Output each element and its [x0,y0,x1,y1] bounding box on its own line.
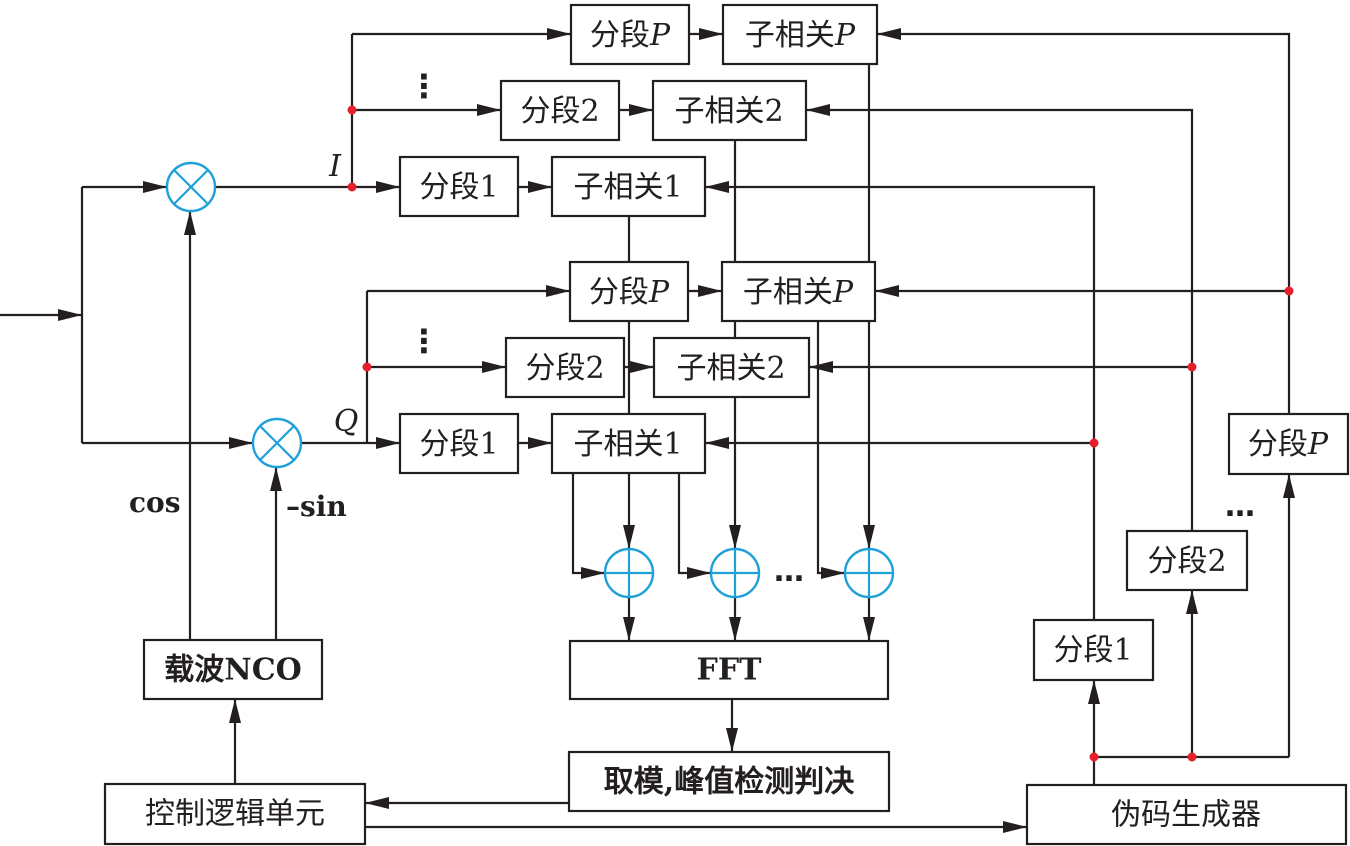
adder-p [843,547,895,599]
i-branch-blocks: 分段P 子相关P 分段2 子相关2 分段1 子相关1 [398,3,879,218]
q-correlator-p-block: 子相关P [720,260,877,323]
q-segment-2-block: 分段2 [504,336,626,399]
q-branch-label: Q [334,404,359,439]
i-correlator-1-block: 子相关1 [550,155,707,218]
code-segment-1-block: 分段1 [1032,618,1155,682]
q-corrp-to-adderp-line [816,321,845,579]
junction-dot [1187,752,1197,762]
i-segment-p-block: 分段P [569,3,691,66]
q-mixer [251,417,303,469]
code-generator-block: 伪码生成器 [1025,783,1348,846]
code-generator-label: 伪码生成器 [1111,798,1261,833]
fft-label: FFT [697,653,763,688]
junction-dot [1284,286,1294,296]
q-branch-ellipsis: ⋮ [408,322,440,360]
detector-block: 取模,峰值检测判决 [567,750,891,813]
junction-dot [362,362,372,372]
q-corr1-to-adder1-line [571,473,605,579]
code-segment-2-label: 分段2 [1147,544,1226,579]
q-correlator-1-label: 子相关1 [573,427,682,462]
q-correlator-2-block: 子相关2 [652,336,811,399]
code-1-to-i-corr-1-line [705,181,1096,620]
junction-dot [1089,752,1099,762]
i-correlator-p-block: 子相关P [721,3,879,66]
q-segment-2-label: 分段2 [525,351,604,386]
i-branch-ellipsis: ⋮ [408,67,440,105]
i-correlator-p-label: 子相关P [745,18,856,53]
q-segment-p-block: 分段P [568,260,690,323]
q-segment-p-label: 分段P [589,275,670,310]
processing-blocks: FFT 取模,峰值检测判决 载波NCO 控制逻辑单元 伪码生成器 分段1 分段2 [103,412,1350,846]
adder-2 [709,547,761,599]
i-segment-2-block: 分段2 [499,79,621,142]
junction-dots [347,105,1294,762]
i-mixer [165,161,217,213]
code-segment-1-label: 分段1 [1053,633,1132,668]
neg-sin-label: –sin [286,490,347,523]
q-correlator-p-label: 子相关P [743,275,854,310]
control-label: 控制逻辑单元 [145,797,325,832]
q-correlator-1-block: 子相关1 [550,412,707,475]
code-segment-2-block: 分段2 [1125,529,1249,592]
junction-dot [347,182,357,192]
code-segment-p-block: 分段P [1227,412,1350,476]
i-correlator-1-label: 子相关1 [573,170,682,205]
code-segments-ellipsis: … [1225,489,1255,524]
control-block: 控制逻辑单元 [103,782,367,846]
nco-label: 载波NCO [164,653,301,688]
nco-block: 载波NCO [142,638,324,701]
cos-label: cos [129,486,181,519]
q-segment-1-block: 分段1 [398,412,520,475]
i-segment-p-label: 分段P [590,18,671,53]
q-branch-blocks: 分段P 子相关P 分段2 子相关2 分段1 子相关1 [398,260,877,475]
q-correlator-2-label: 子相关2 [676,351,785,386]
i-segment-2-label: 分段2 [520,94,599,129]
junction-dot [1089,438,1099,448]
code-2-to-i-corr-2-line [806,104,1194,531]
code-p-to-i-corr-p-line [877,28,1291,474]
q-segment-1-label: 分段1 [419,427,498,462]
i-branch-label: I [328,149,342,184]
i-correlator-2-block: 子相关2 [651,79,808,142]
i-segment-1-label: 分段1 [419,170,498,205]
junction-dot [1187,362,1197,372]
q-corr2-to-adder2-line [677,473,711,579]
i-segment-1-block: 分段1 [398,155,520,218]
i-correlator-2-label: 子相关2 [674,94,783,129]
code-segment-p-label: 分段P [1248,427,1329,462]
adders-ellipsis: … [774,554,804,589]
junction-dot [347,105,357,115]
fft-block: FFT [568,639,890,701]
adder-1 [603,547,655,599]
detector-label: 取模,峰值检测判决 [604,765,854,800]
